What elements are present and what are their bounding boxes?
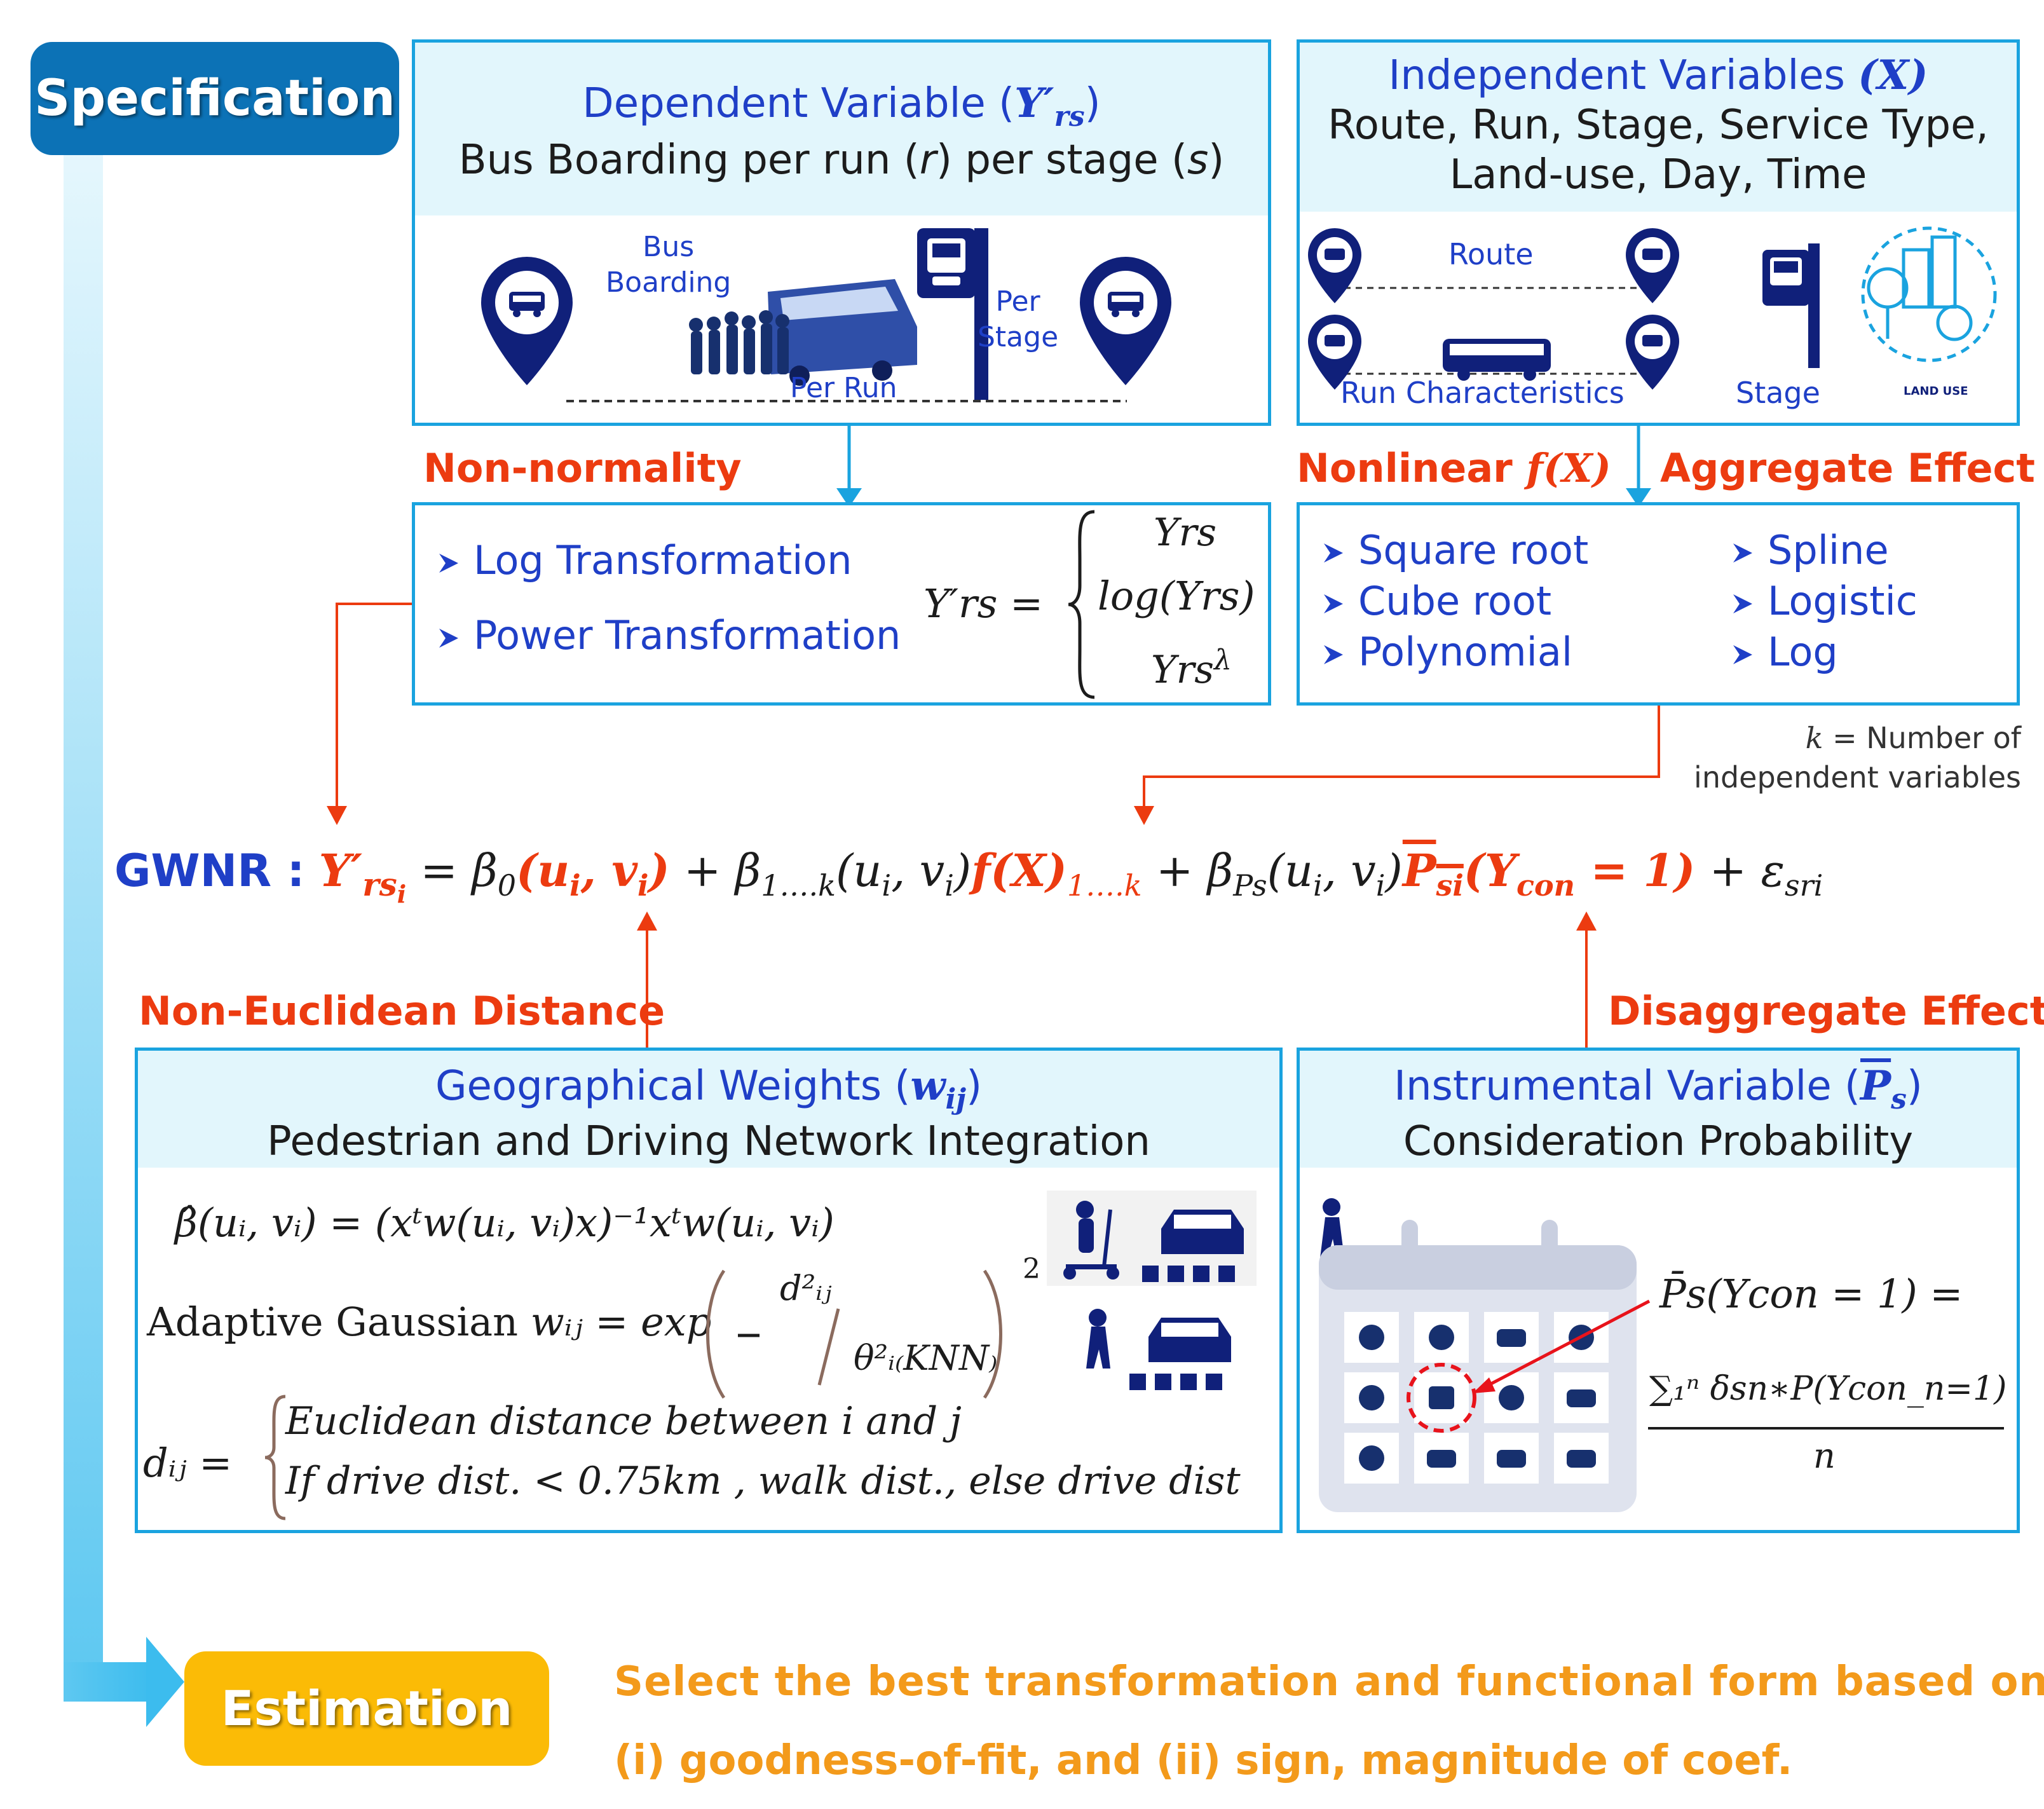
run-characteristics-label: Run Characteristics [1340, 376, 1625, 410]
function-item-spline: Spline [1732, 527, 1889, 573]
per-run-label: Per Run [790, 372, 897, 404]
bus-boarding-label: Bus Boarding [606, 231, 732, 299]
estimation-pill: Estimation [184, 1651, 549, 1766]
gaussian-bracket-icon [706, 1269, 1002, 1399]
instrumental-variable-box: Instrumental Variable (Ps) Consideration… [1297, 1048, 2020, 1533]
estimation-line-2: (i) goodness-of-fit, and (ii) sign, magn… [614, 1737, 1793, 1784]
function-item-cube-root: Cube root [1323, 578, 1551, 624]
transformation-lhs: Y′rs = [923, 580, 1044, 627]
specification-pill: Specification [31, 42, 399, 155]
fraction-bar [1648, 1427, 2004, 1430]
independent-variables-title: Independent Variables (X) [1388, 51, 1928, 99]
consideration-probability-numerator: ∑₁ⁿ δsn∗P(Ycon_n=1) [1649, 1370, 2007, 1408]
log-transformation-item: Log Transformation [438, 537, 852, 584]
transformation-box: Log Transformation Power Transformation … [412, 502, 1271, 706]
dependent-variable-box: Dependent Variable (Y′rs) Bus Boarding p… [412, 39, 1271, 426]
arrow-bullet-icon [439, 628, 458, 648]
location-pin-icon [1626, 315, 1679, 390]
left-brace-icon [1068, 510, 1095, 699]
geographical-weights-header: Geographical Weights (wij) Pedestrian an… [138, 1051, 1279, 1168]
bus-stop-sign-icon [917, 228, 988, 400]
boarding-bus-icon [689, 279, 917, 386]
independent-variables-line2: Land-use, Day, Time [1449, 151, 1867, 198]
gaussian-power: 2 [1023, 1253, 1040, 1285]
arrow-bullet-icon [1733, 543, 1752, 563]
specification-label: Specification [34, 70, 395, 127]
arrow-bullet-icon [439, 553, 458, 573]
distance-case-network: If drive dist. < 0.75km , walk dist., el… [285, 1459, 1241, 1503]
beta-estimator-equation: β̂(uᵢ, vᵢ) = (xᵗw(uᵢ, vᵢ)x)⁻¹xᵗw(uᵢ, vᵢ) [175, 1199, 835, 1246]
per-stage-label: Per Stage [978, 285, 1059, 353]
independent-variables-line1: Route, Run, Stage, Service Type, [1328, 102, 1989, 149]
function-item-logistic: Logistic [1732, 578, 1918, 624]
independent-variables-illustration [1308, 226, 1997, 390]
geographical-weights-title: Geographical Weights (wij) [435, 1062, 983, 1116]
instrumental-variable-subtitle: Consideration Probability [1403, 1117, 1914, 1165]
case-identity: Yrs [1154, 510, 1217, 555]
function-item-log: Log [1732, 629, 1838, 675]
land-use-icon [1861, 226, 1997, 362]
non-euclidean-distance-label: Non-Euclidean Distance [139, 988, 665, 1034]
distance-brace-icon [264, 1395, 286, 1520]
independent-variables-box: Independent Variables (X) Route, Run, St… [1297, 39, 2020, 426]
dependent-variable-title: Dependent Variable (Y′rs) [582, 79, 1101, 133]
location-pin-icon [1626, 228, 1679, 303]
function-item-square-root: Square root [1323, 527, 1588, 573]
functional-form-box: Square root Cube root Polynomial Spline … [1297, 502, 2020, 706]
estimation-description: Select the best transformation and funct… [614, 1642, 2044, 1800]
location-pin-icon [1080, 257, 1171, 385]
pedestrian-and-car-icon [1086, 1309, 1231, 1390]
location-pin-icon [481, 257, 573, 385]
independent-variables-header: Independent Variables (X) Route, Run, St… [1300, 43, 2017, 212]
case-power: Yrsλ [1151, 644, 1232, 692]
gwnr-label: GWNR : [114, 845, 305, 897]
bus-boarding-illustration [481, 228, 1171, 402]
estimation-line-1: Select the best transformation and funct… [614, 1658, 2044, 1705]
gaussian-numerator: d²ᵢⱼ [780, 1268, 832, 1308]
bus-stop-sign-icon [1762, 243, 1820, 368]
disaggregate-effect-label: Disaggregate Effect [1608, 988, 2044, 1034]
adaptive-gaussian-equation: Adaptive Gaussian wᵢⱼ = exp [147, 1299, 712, 1345]
distance-lhs: dᵢⱼ = [143, 1440, 233, 1486]
arrow-bullet-icon [1733, 645, 1752, 664]
gwnr-equation: GWNR : Y′rsi = β0(ui, vi) + β1….k(ui, vi… [114, 844, 1823, 908]
arrow-bullet-icon [1324, 543, 1343, 563]
bus-icon [1443, 339, 1551, 381]
function-item-polynomial: Polynomial [1323, 629, 1572, 675]
geographical-weights-subtitle: Pedestrian and Driving Network Integrati… [267, 1117, 1150, 1165]
route-label: Route [1448, 237, 1534, 271]
aggregate-effect-label: Aggregate Effect [1660, 445, 2035, 491]
geographical-weights-box: Geographical Weights (wij) Pedestrian an… [135, 1048, 1283, 1533]
land-use-label: LAND USE [1904, 385, 1968, 398]
stage-label: Stage [1736, 376, 1820, 410]
instrumental-variable-header: Instrumental Variable (Ps) Consideration… [1300, 1051, 2017, 1168]
location-pin-icon [1308, 228, 1361, 303]
power-transformation-item: Power Transformation [438, 612, 901, 659]
dependent-variable-header: Dependent Variable (Y′rs) Bus Boarding p… [415, 43, 1268, 215]
dependent-variable-subtitle: Bus Boarding per run (r) per stage (s) [458, 136, 1225, 184]
consideration-probability-denominator: n [1813, 1436, 1836, 1476]
instrumental-variable-title: Instrumental Variable (Ps) [1394, 1062, 1923, 1116]
case-log: log(Yrs) [1098, 573, 1255, 619]
consideration-calendar-icon [1319, 1198, 1651, 1512]
consideration-probability-lhs: P̄s(Ycon = 1) = [1659, 1271, 1963, 1317]
location-pin-icon [1308, 315, 1361, 390]
distance-case-euclidean: Euclidean distance between i and j [285, 1399, 962, 1444]
estimation-label: Estimation [221, 1680, 513, 1737]
scooter-and-car-icon [1047, 1191, 1257, 1286]
non-normality-label: Non-normality [423, 445, 742, 491]
k-note: k = Number of independent variables [1694, 721, 2021, 795]
gaussian-denominator: θ²ᵢ₍KNN₎ [854, 1338, 998, 1378]
arrow-bullet-icon [1324, 594, 1343, 613]
arrow-bullet-icon [1733, 594, 1752, 613]
arrow-bullet-icon [1324, 645, 1343, 664]
nonlinear-label: Nonlinear f(X) [1297, 445, 1611, 491]
